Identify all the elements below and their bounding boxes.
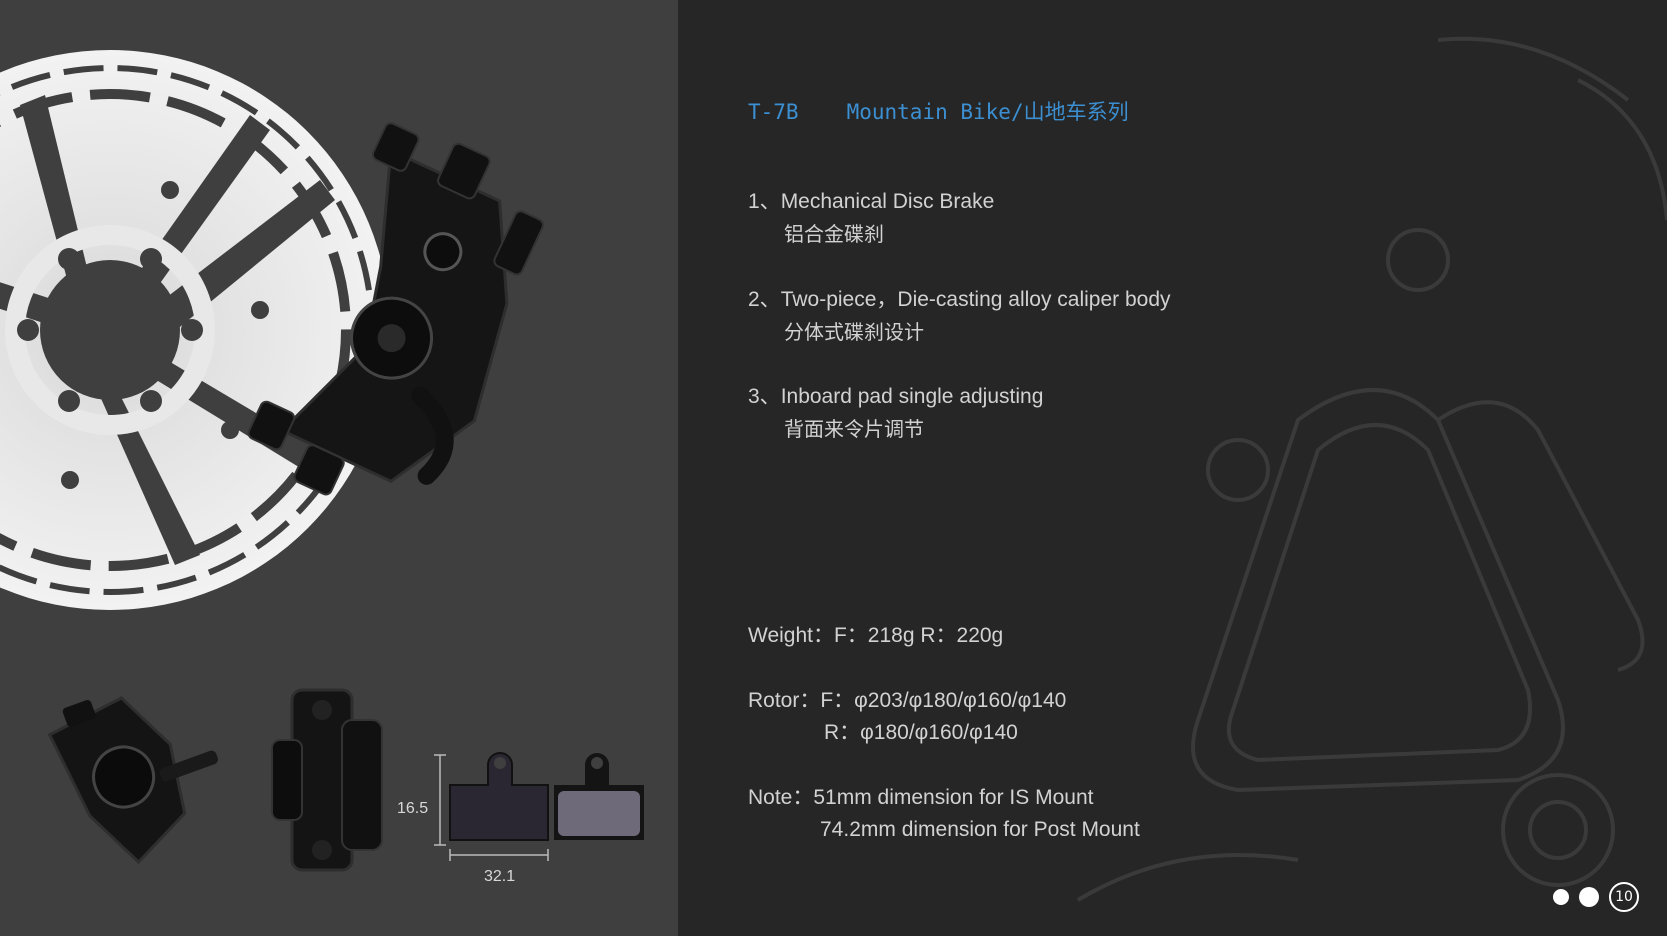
note-spec: Note：51mm dimension for IS Mount 74.2mm … [748,782,1140,846]
model-code: T-7B [748,100,799,124]
rotor-front: Rotor：F：φ203/φ180/φ160/φ140 [748,689,1067,712]
feature-cn: 分体式碟刹设计 [784,320,924,344]
feature-en: Inboard pad single adjusting [780,385,1044,408]
page-dot [1553,889,1569,905]
series-name: Mountain Bike/山地车系列 [846,100,1129,124]
brake-pad-image [434,752,644,861]
note-is-mount: Note：51mm dimension for IS Mount [748,786,1094,809]
feature-cn: 铝合金碟刹 [784,222,884,246]
feature-en: Mechanical Disc Brake [780,190,995,213]
page-title: T-7B Mountain Bike/山地车系列 [748,96,1129,126]
rotor-rear: R：φ180/φ160/φ140 [824,721,1018,744]
feature-cn: 背面来令片调节 [784,417,924,441]
page-dot [1579,887,1599,907]
background-decoration [1076,36,1667,902]
page-indicator: 10 [1553,882,1639,912]
feature-item: 3、Inboard pad single adjusting 背面来令片调节 [748,381,1043,445]
pad-height-label: 16.5 [397,800,429,817]
feature-en: Two-piece，Die-casting alloy caliper body [780,288,1171,311]
caliper-side-image [271,688,383,872]
rotor-spec: Rotor：F：φ203/φ180/φ160/φ140 R：φ180/φ160/… [748,685,1066,749]
note-post-mount: 74.2mm dimension for Post Mount [820,818,1140,841]
spec-panel: T-7B Mountain Bike/山地车系列 1、Mechanical Dis… [678,0,1667,938]
weight-spec: Weight：F：218g R：220g [748,624,1004,647]
disc-rotor-image [0,50,544,610]
pad-width-label: 32.1 [484,868,516,885]
feature-item: 2、Two-piece，Die-casting alloy caliper bo… [748,284,1171,348]
caliper-image [47,696,218,865]
product-image-panel: 16.5 32.1 [0,0,678,938]
feature-item: 1、Mechanical Disc Brake 铝合金碟刹 [748,186,994,250]
bottom-border [0,936,1667,938]
page-number: 10 [1609,882,1639,912]
